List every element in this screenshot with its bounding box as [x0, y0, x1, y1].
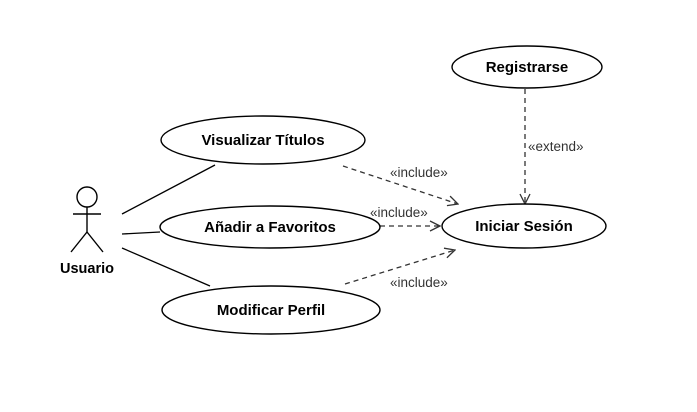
use-case-anadir-favoritos[interactable]: Añadir a Favoritos	[159, 205, 381, 249]
include-label-3: «include»	[390, 275, 448, 290]
use-case-label: Modificar Perfil	[217, 302, 325, 319]
use-case-iniciar-sesion[interactable]: Iniciar Sesión	[441, 203, 607, 249]
use-case-visualizar-titulos[interactable]: Visualizar Títulos	[160, 115, 366, 165]
use-case-label: Registrarse	[486, 59, 569, 76]
use-case-ellipse	[451, 45, 603, 89]
use-case-label: Visualizar Títulos	[201, 132, 324, 149]
include-arrow-perfil	[344, 250, 455, 285]
association-visualizar	[121, 164, 216, 215]
use-case-registrarse[interactable]: Registrarse	[451, 45, 603, 89]
actor-right-leg	[86, 231, 104, 253]
actor-left-leg	[70, 231, 88, 253]
use-case-ellipse	[160, 115, 366, 165]
include-label-2: «include»	[370, 205, 428, 220]
include-arrow-visualizar	[342, 165, 458, 204]
use-case-ellipse	[441, 203, 607, 249]
association-favoritos	[121, 231, 161, 235]
actor-usuario[interactable]: Usuario	[60, 186, 114, 277]
extend-label: «extend»	[528, 139, 584, 154]
actor-label: Usuario	[60, 261, 114, 277]
actor-head	[76, 186, 98, 208]
use-case-modificar-perfil[interactable]: Modificar Perfil	[161, 285, 381, 335]
include-label-1: «include»	[390, 165, 448, 180]
association-perfil	[121, 247, 211, 287]
use-case-label: Iniciar Sesión	[475, 218, 573, 235]
use-case-label: Añadir a Favoritos	[204, 219, 336, 236]
use-case-ellipse	[161, 285, 381, 335]
use-case-ellipse	[159, 205, 381, 249]
